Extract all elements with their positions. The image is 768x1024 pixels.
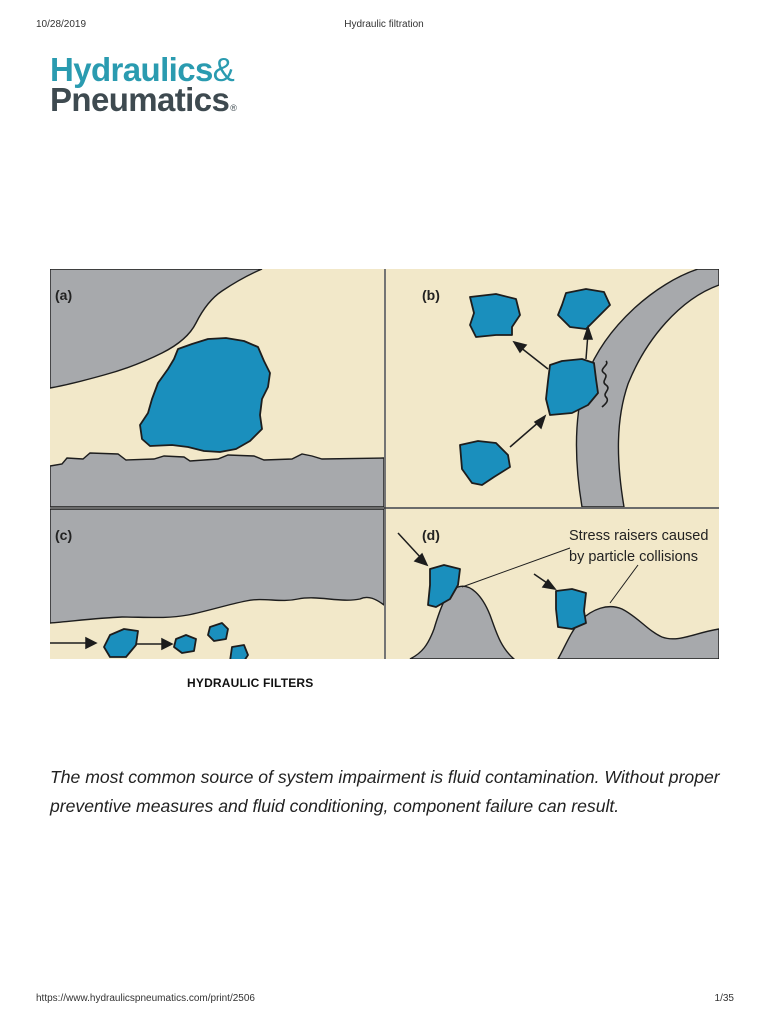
figure-caption: HYDRAULIC FILTERS <box>187 676 314 690</box>
panel-a-upper-surface <box>50 269 263 389</box>
panel-d-left-asperity <box>409 585 516 659</box>
panel-d-particle-right <box>555 588 587 630</box>
panel-d-annotation-leaders <box>461 547 639 604</box>
logo-word-pneumatics: Pneumatics <box>50 81 230 118</box>
logo-registered-mark: ® <box>230 103 237 113</box>
panel-c: (c) <box>50 509 384 659</box>
panel-c-flow-arrow <box>50 636 174 651</box>
panel-b-particle-top-right <box>557 288 611 330</box>
logo-line-1: Hydraulics& <box>50 53 236 86</box>
panel-d-particle-left <box>427 564 461 608</box>
panel-b-particle-top-left <box>469 293 521 338</box>
panel-c-label: (c) <box>55 527 72 543</box>
panel-c-particle-4 <box>229 644 249 659</box>
brand-logo[interactable]: Hydraulics& Pneumatics® <box>50 53 237 123</box>
panel-b-label: (b) <box>422 287 440 303</box>
panel-a-label: (a) <box>55 287 72 303</box>
footer-url[interactable]: https://www.hydraulicspneumatics.com/pri… <box>36 993 255 1004</box>
panel-d-label: (d) <box>422 527 440 543</box>
panel-b-curved-surface <box>575 269 719 507</box>
panel-b-particle-center <box>545 358 599 416</box>
panel-b-wear-marks <box>601 360 609 408</box>
panel-b: (b) <box>386 269 719 507</box>
annotation-line-1: Stress raisers caused <box>569 528 708 544</box>
header-date: 10/28/2019 <box>36 19 87 30</box>
panel-a-lower-surface <box>50 452 384 507</box>
footer-page-number: 1/35 <box>714 993 734 1004</box>
panel-d-right-asperity <box>557 605 719 659</box>
annotation-line-2: by particle collisions <box>569 549 698 565</box>
logo-word-hydraulics: Hydraulics <box>50 51 213 88</box>
panel-b-particle-bottom <box>459 440 511 486</box>
body-paragraph: The most common source of system impairm… <box>50 767 720 816</box>
panel-c-upper-surface <box>50 509 384 624</box>
panel-c-particle-1 <box>103 628 139 658</box>
figure-illustration: (b) (c) <box>50 269 719 659</box>
contamination-figure: (b) (c) <box>50 269 719 659</box>
panel-d: Stress raisers caused by particle collis… <box>386 509 719 659</box>
panel-a-large-particle <box>139 337 271 453</box>
header-title: Hydraulic filtration <box>344 19 424 30</box>
panel-a <box>50 269 384 507</box>
logo-ampersand: & <box>212 51 235 88</box>
panel-c-particle-3 <box>207 622 229 642</box>
panel-d-arrows <box>397 532 557 591</box>
panel-c-particle-2 <box>173 634 197 654</box>
logo-line-2: Pneumatics® <box>50 83 237 123</box>
panel-b-arrows <box>509 324 594 448</box>
